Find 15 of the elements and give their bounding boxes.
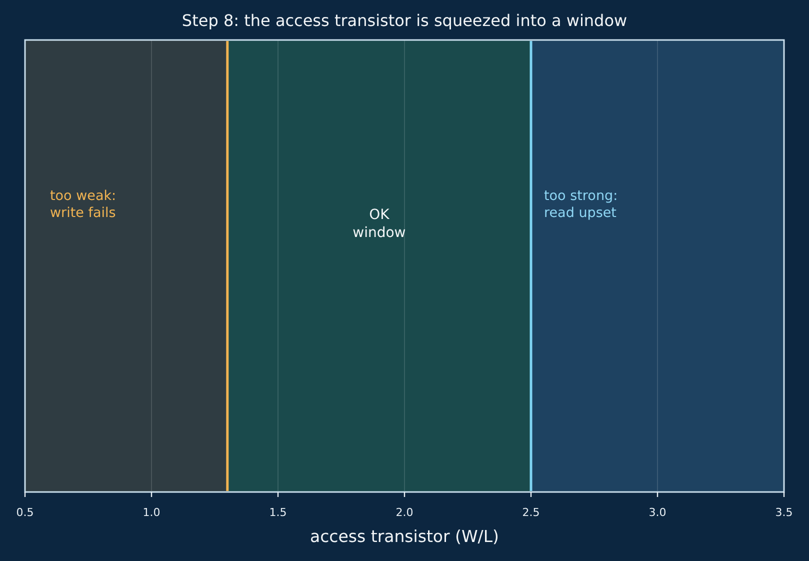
tick-label: 2.0 bbox=[394, 506, 414, 519]
region-label: too strong: read upset bbox=[544, 188, 619, 222]
region-label: too weak: write fails bbox=[50, 188, 118, 222]
chart-title: Step 8: the access transistor is squeezed into a window bbox=[180, 11, 628, 30]
tick-label: 1.5 bbox=[268, 506, 288, 519]
region-label: OK window bbox=[352, 207, 406, 242]
tick-label: 3.5 bbox=[774, 506, 794, 519]
shaded-region bbox=[227, 40, 531, 492]
tick-label: 1.0 bbox=[142, 506, 162, 519]
tick-label: 3.0 bbox=[648, 506, 668, 519]
tick-label: 2.5 bbox=[521, 506, 541, 519]
shaded-region bbox=[531, 40, 784, 492]
shaded-region bbox=[25, 40, 228, 492]
tick-label: 0.5 bbox=[15, 506, 35, 519]
axis-title: access transistor (W/L) bbox=[309, 527, 500, 547]
